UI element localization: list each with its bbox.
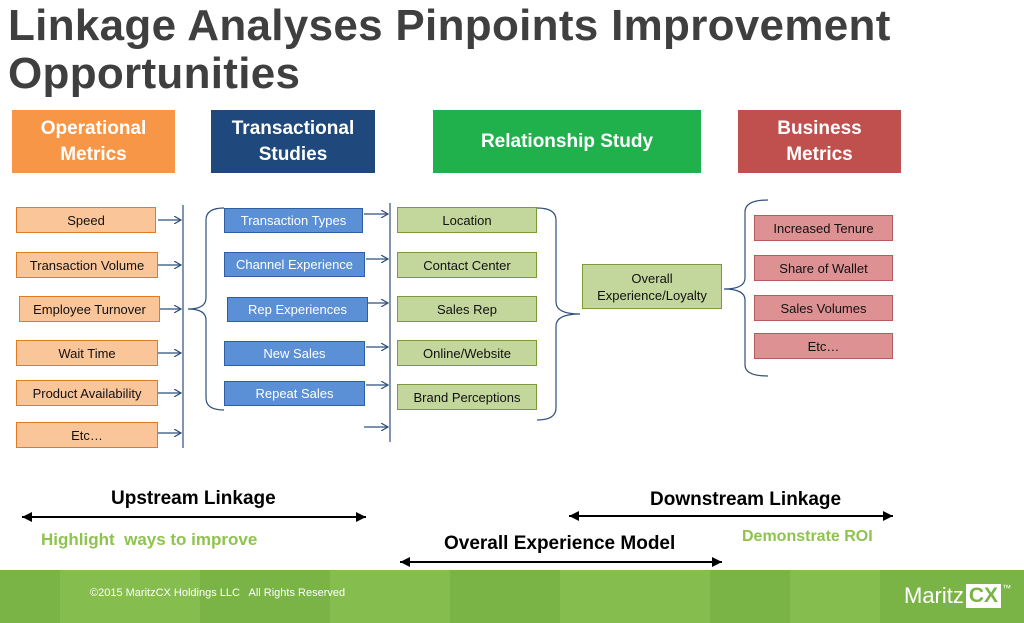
business-item: Share of Wallet	[754, 255, 893, 281]
operational-item: Transaction Volume	[16, 252, 158, 278]
transactional-item: Channel Experience	[224, 252, 365, 277]
header-business-metrics: Business Metrics	[738, 110, 901, 173]
logo-tm: ™	[1002, 583, 1012, 593]
bracket-transactional	[187, 207, 225, 411]
bracket-relationship	[536, 207, 581, 421]
title-line-2: Opportunities	[8, 49, 301, 98]
relationship-item: Location	[397, 207, 537, 233]
relationship-item: Contact Center	[397, 252, 537, 278]
operational-item: Wait Time	[16, 340, 158, 366]
logo-cx: CX	[965, 584, 1002, 608]
downstream-linkage-label: Downstream Linkage	[650, 489, 842, 510]
operational-item: Employee Turnover	[19, 296, 160, 322]
business-item: Sales Volumes	[754, 295, 893, 321]
transactional-item: Rep Experiences	[227, 297, 368, 322]
bracket-business	[723, 199, 769, 377]
relationship-item: Online/Website	[397, 340, 537, 366]
transactional-item: Transaction Types	[224, 208, 363, 233]
copyright-text: ©2015 MaritzCX Holdings LLC All Rights R…	[90, 587, 346, 599]
operational-item: Product Availability	[16, 380, 158, 406]
relationship-item: Sales Rep	[397, 296, 537, 322]
logo-text: Maritz	[904, 583, 964, 608]
transactional-item: Repeat Sales	[224, 381, 365, 406]
business-item: Increased Tenure	[754, 215, 893, 241]
overall-experience-box: Overall Experience/Loyalty	[582, 264, 722, 309]
title-line-1: Linkage Analyses Pinpoints Improvement	[8, 1, 891, 50]
header-relationship-study: Relationship Study	[433, 110, 701, 173]
operational-item: Etc…	[16, 422, 158, 448]
header-operational-metrics: Operational Metrics	[12, 110, 175, 173]
overall-model-label: Overall Experience Model	[444, 533, 676, 554]
operational-item: Speed	[16, 207, 156, 233]
upstream-subtitle: Highlight ways to improve	[41, 530, 258, 549]
maritzcx-logo: Maritz CX ™	[904, 583, 1011, 609]
transactional-item: New Sales	[224, 341, 365, 366]
downstream-subtitle: Demonstrate ROI	[742, 528, 873, 545]
page-title: Linkage Analyses Pinpoints Improvement O…	[8, 2, 891, 98]
relationship-item: Brand Perceptions	[397, 384, 537, 410]
footer-bar	[0, 570, 1024, 623]
header-transactional-studies: Transactional Studies	[211, 110, 375, 173]
business-item: Etc…	[754, 333, 893, 359]
upstream-linkage-label: Upstream Linkage	[111, 488, 276, 509]
